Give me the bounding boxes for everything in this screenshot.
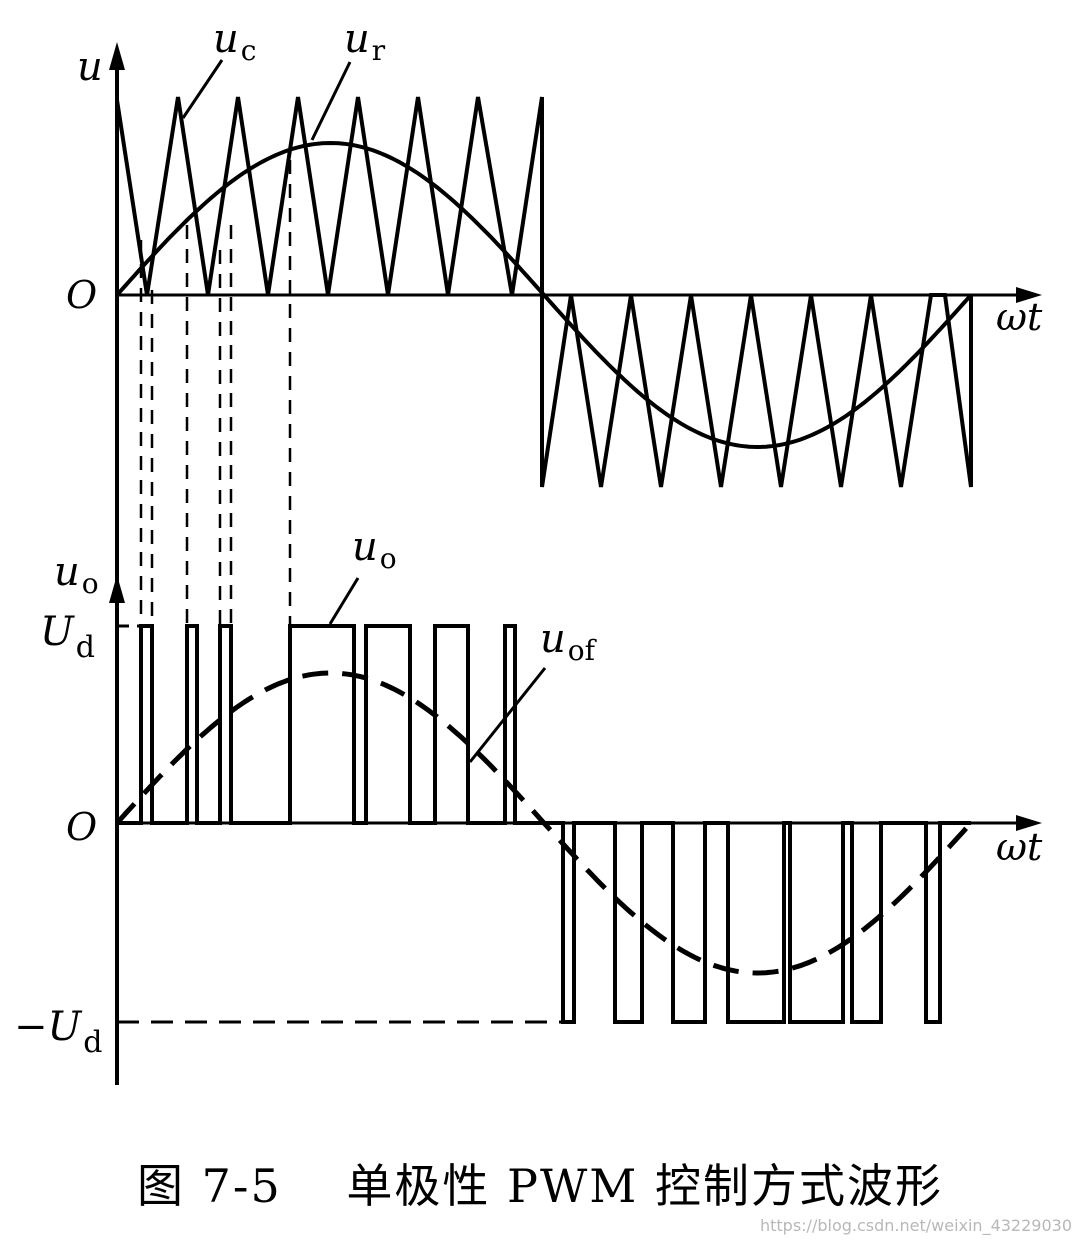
pos-level-label: Ud: [40, 609, 95, 665]
neg-level-label: −Ud: [14, 1004, 102, 1060]
top-y-axis-label: u: [77, 44, 103, 90]
figure-caption: 图 7-5 单极性 PWM 控制方式波形: [137, 1159, 943, 1213]
fundamental-label: uof: [540, 616, 598, 667]
bottom-y-axis-arrow: [109, 575, 125, 603]
carrier-triangle-wave: [115, 96, 973, 488]
carrier-label: uc: [213, 16, 256, 67]
top-origin-label: O: [66, 273, 97, 317]
bottom-y-axis-label: uo: [54, 549, 99, 600]
bottom-x-axis-label: ωt: [996, 825, 1043, 869]
switching-projection-lines: [139, 160, 292, 630]
top-x-axis-label: ωt: [996, 295, 1043, 339]
bottom-plot: uo Ud O ωt −Ud uo uof: [14, 524, 1043, 1085]
fundamental-label-leader: [468, 667, 547, 763]
reference-label-leader: [310, 61, 352, 141]
reference-sine-wave: [115, 140, 973, 450]
pwm-pulse-train: [117, 624, 971, 1024]
pulse-label-leader: [328, 577, 360, 625]
pulse-label: uo: [352, 524, 397, 575]
top-y-axis-arrow: [109, 42, 125, 70]
bottom-x-axis-arrow: [1016, 815, 1042, 831]
top-plot: u O ωt uc ur: [66, 16, 1043, 1085]
reference-label: ur: [344, 16, 386, 67]
bottom-origin-label: O: [66, 805, 97, 849]
carrier-label-leader: [181, 59, 224, 119]
watermark: https://blog.csdn.net/weixin_43229030: [759, 1216, 1072, 1235]
top-x-axis-arrow: [1016, 287, 1042, 303]
fundamental-dashed-sine: [115, 670, 973, 976]
